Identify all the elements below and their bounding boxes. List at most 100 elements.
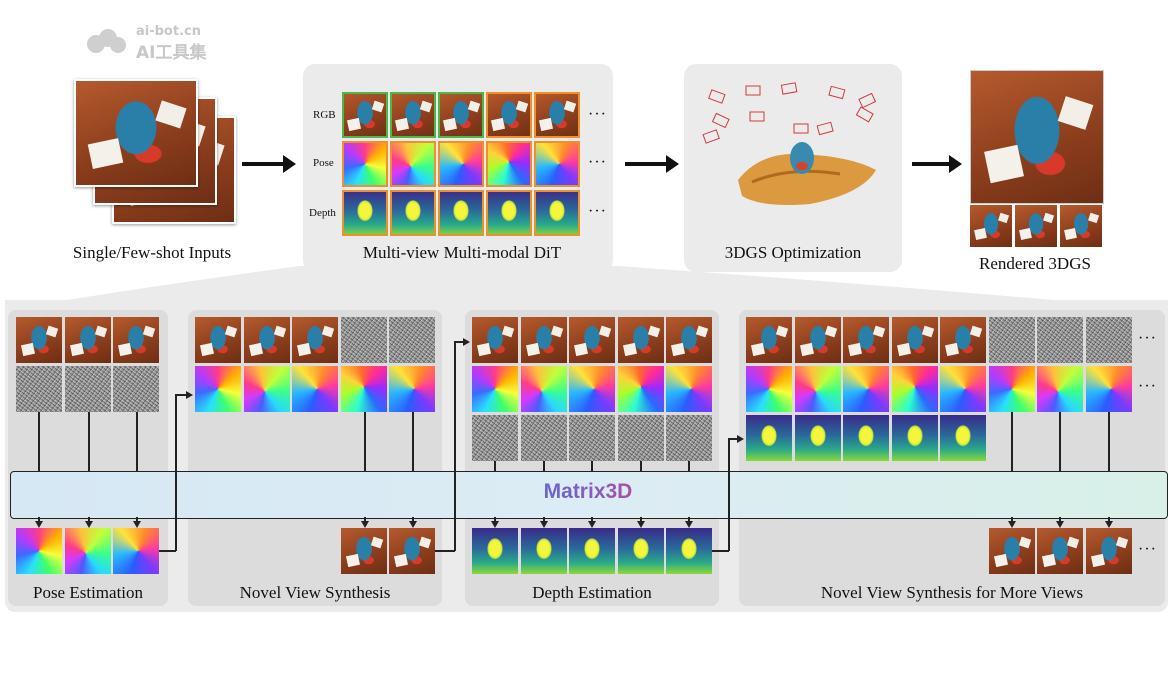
depth-input-noise bbox=[569, 415, 615, 461]
pose-input-noise bbox=[16, 366, 62, 412]
dit-depth-tile bbox=[438, 190, 484, 236]
pose-output-tile bbox=[16, 528, 62, 574]
depth-input-pose bbox=[666, 366, 712, 412]
pose-input-noise bbox=[65, 366, 111, 412]
dit-pose-tile bbox=[486, 141, 532, 187]
connector-line bbox=[454, 341, 464, 343]
depth-input-rgb bbox=[666, 317, 712, 363]
task-label-pose: Pose Estimation bbox=[32, 583, 144, 602]
dit-rgb-tile bbox=[390, 92, 436, 138]
watermark-domain: ai-bot.cn bbox=[136, 24, 201, 39]
row-label-pose: Pose bbox=[313, 157, 334, 169]
arrow-head bbox=[685, 521, 693, 528]
more-input-rgb bbox=[940, 317, 986, 363]
depth-input-pose bbox=[569, 366, 615, 412]
connector-line bbox=[175, 394, 177, 551]
arrow-head bbox=[491, 521, 499, 528]
dit-pose-tile bbox=[342, 141, 388, 187]
more-input-depth bbox=[795, 415, 841, 461]
task-label-nvs: Novel View Synthesis bbox=[239, 583, 391, 602]
arrow-head bbox=[409, 521, 417, 528]
connector-line bbox=[688, 461, 690, 471]
depth-input-pose bbox=[521, 366, 567, 412]
dit-depth-tile bbox=[342, 190, 388, 236]
connector-line bbox=[38, 412, 40, 471]
more-input-rgb bbox=[843, 317, 889, 363]
more-input-pose bbox=[989, 366, 1035, 412]
row-label-depth: Depth bbox=[309, 207, 336, 219]
arrow-head bbox=[540, 521, 548, 528]
watermark: ai-bot.cn AI工具集 bbox=[82, 24, 242, 63]
more-output-tile bbox=[1037, 528, 1083, 574]
arrow-head bbox=[1008, 521, 1016, 528]
connector-line bbox=[1108, 517, 1110, 522]
connector-line bbox=[591, 461, 593, 471]
connector-line bbox=[712, 550, 729, 552]
task-label-more-views: Novel View Synthesis for More Views bbox=[820, 583, 1084, 602]
connector-line bbox=[543, 461, 545, 471]
arrow-head bbox=[637, 521, 645, 528]
ellipsis: ··· bbox=[588, 154, 607, 171]
connector-line bbox=[494, 461, 496, 471]
arrow-optim-to-rendered bbox=[912, 155, 962, 173]
cloud-logo-icon bbox=[87, 29, 126, 53]
more-input-pose bbox=[843, 366, 889, 412]
ellipsis: ··· bbox=[588, 203, 607, 220]
rendered-main-image bbox=[970, 70, 1104, 204]
ellipsis: ··· bbox=[1138, 330, 1157, 347]
nvs-input-pose bbox=[341, 366, 387, 412]
dit-rgb-tile bbox=[342, 92, 388, 138]
input-image-front bbox=[74, 79, 198, 187]
connector-line bbox=[412, 517, 414, 522]
dit-rgb-tile bbox=[486, 92, 532, 138]
connector-line bbox=[494, 517, 496, 522]
nvs-input-noise bbox=[389, 317, 435, 363]
connector-line bbox=[136, 517, 138, 522]
arrow-head bbox=[35, 521, 43, 528]
more-input-depth bbox=[940, 415, 986, 461]
more-input-pose bbox=[746, 366, 792, 412]
nvs-input-rgb bbox=[244, 317, 290, 363]
nvs-input-pose bbox=[244, 366, 290, 412]
nvs-input-pose bbox=[195, 366, 241, 412]
depth-input-rgb bbox=[569, 317, 615, 363]
arrow-head bbox=[737, 435, 744, 443]
connector-line bbox=[159, 550, 176, 552]
depth-input-rgb bbox=[521, 317, 567, 363]
depth-output-tile bbox=[521, 528, 567, 574]
more-input-rgb bbox=[892, 317, 938, 363]
dit-depth-tile bbox=[534, 190, 580, 236]
connector-line bbox=[136, 412, 138, 471]
rendered-thumb bbox=[970, 205, 1012, 247]
connector-line bbox=[640, 461, 642, 471]
more-input-noise bbox=[1086, 317, 1132, 363]
more-input-depth bbox=[843, 415, 889, 461]
arrow-head bbox=[186, 391, 193, 399]
arrow-head bbox=[85, 521, 93, 528]
connector-line bbox=[728, 438, 738, 440]
dit-label: Multi-view Multi-modal DiT bbox=[362, 243, 562, 262]
connector-line bbox=[435, 550, 455, 552]
dit-depth-tile bbox=[486, 190, 532, 236]
connector-line bbox=[364, 412, 366, 471]
connector-line bbox=[454, 341, 456, 551]
ellipsis: ··· bbox=[1138, 541, 1157, 558]
connector-line bbox=[1059, 412, 1061, 471]
depth-input-rgb bbox=[618, 317, 664, 363]
dit-depth-tile bbox=[390, 190, 436, 236]
pose-output-tile bbox=[113, 528, 159, 574]
gaussian-scene-icon bbox=[702, 82, 877, 205]
nvs-input-pose bbox=[292, 366, 338, 412]
more-output-tile bbox=[989, 528, 1035, 574]
rendered-thumb bbox=[1015, 205, 1057, 247]
depth-output-tile bbox=[666, 528, 712, 574]
connector-line bbox=[88, 517, 90, 522]
more-input-pose bbox=[1086, 366, 1132, 412]
more-output-tile bbox=[1086, 528, 1132, 574]
dit-rgb-tile bbox=[438, 92, 484, 138]
ellipsis: ··· bbox=[1138, 378, 1157, 395]
pose-input-rgb bbox=[65, 317, 111, 363]
pose-output-tile bbox=[65, 528, 111, 574]
connector-line bbox=[38, 517, 40, 522]
connector-line bbox=[1011, 412, 1013, 471]
